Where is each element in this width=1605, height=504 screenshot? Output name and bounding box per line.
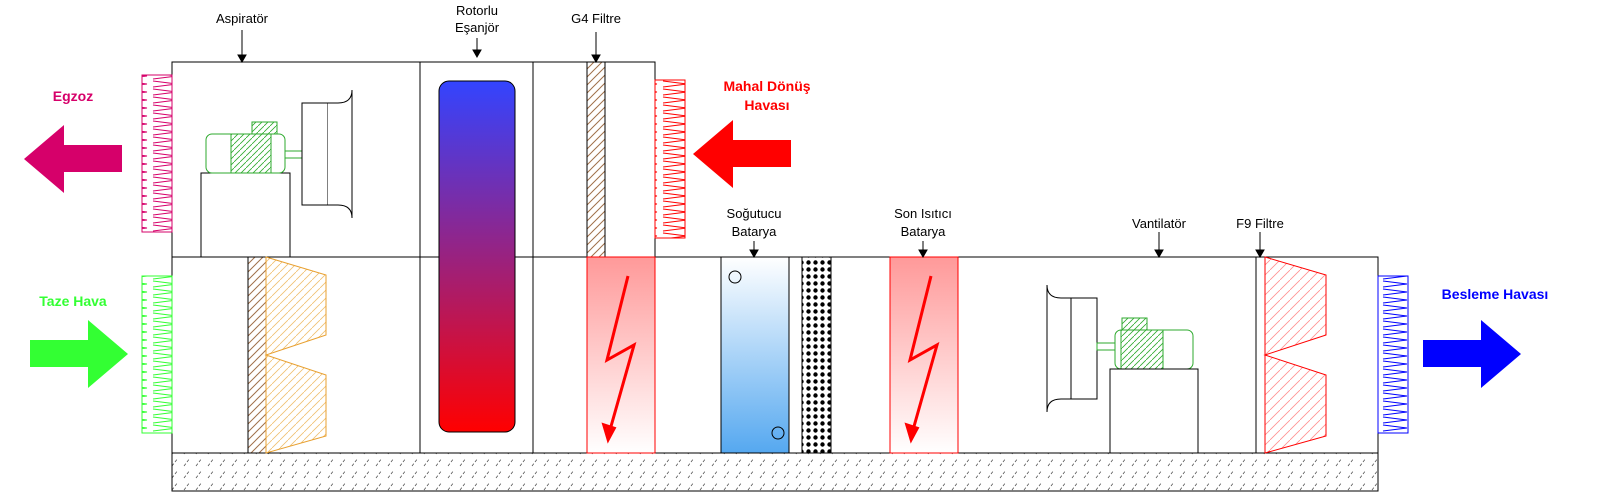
coil-connection-icon xyxy=(728,270,742,284)
coil-connection-icon xyxy=(771,426,785,440)
exhaust-motor-box xyxy=(251,121,278,135)
rotor-label-line2: Eşanjör xyxy=(455,20,500,35)
cooling-coil-label-line2: Batarya xyxy=(732,224,778,239)
callout-arrowhead xyxy=(1255,249,1265,259)
supply-fan-impeller xyxy=(1046,284,1071,413)
aspirator-label: Aspiratör xyxy=(216,11,269,26)
callout-arrowhead xyxy=(749,249,759,259)
callout-pointers xyxy=(237,30,1265,259)
return-air-label-line1: Mahal Dönüş xyxy=(723,78,810,94)
heater-lightning-icon xyxy=(604,275,637,438)
heater-arrowhead xyxy=(904,422,920,444)
base-frame xyxy=(171,452,1379,492)
fresh-air-damper-fill xyxy=(142,276,172,433)
preheater-coil-body xyxy=(586,256,656,454)
return-air-label-line2: Havası xyxy=(744,97,789,113)
cooling-coil xyxy=(720,256,790,454)
callout-arrowhead xyxy=(472,49,482,59)
reheat-coil-label-line2: Batarya xyxy=(901,224,947,239)
bag-filter xyxy=(264,256,327,454)
exhaust-damper-fill xyxy=(142,75,172,232)
return-air-arrow-icon xyxy=(693,120,791,188)
supply-air-arrow-icon xyxy=(1423,320,1521,388)
rotor-label-line1: Rotorlu xyxy=(456,3,498,18)
cooling-coil-body xyxy=(720,256,790,454)
supply-motor-hatch xyxy=(1120,329,1164,370)
f9-bag-filter xyxy=(1263,256,1327,454)
g4-filter-lower xyxy=(247,256,267,454)
exhaust-motor-shaft xyxy=(284,150,304,159)
f9-filter-label: F9 Filtre xyxy=(1236,216,1284,231)
reheat-coil xyxy=(889,256,959,454)
exhaust-label: Egzoz xyxy=(53,88,93,104)
supply-motor-box xyxy=(1121,317,1148,331)
droplet-eliminator xyxy=(801,256,832,454)
cooling-coil-label-line1: Soğutucu xyxy=(727,206,782,221)
g4-filter-label: G4 Filtre xyxy=(571,11,621,26)
exhaust-fan xyxy=(200,89,353,258)
exhaust-fan-impeller xyxy=(328,89,353,219)
reheat-coil-body xyxy=(889,256,959,454)
exhaust-arrow-icon xyxy=(24,125,122,193)
exhaust-motor-hatch xyxy=(230,133,272,174)
supply-damper-fill xyxy=(1378,276,1408,433)
supply-fan xyxy=(1046,284,1199,454)
heater-lightning-icon xyxy=(907,275,940,438)
exhaust-fan-housing xyxy=(301,102,329,206)
fan-label: Vantilatör xyxy=(1132,216,1187,231)
fresh-air-arrow-icon xyxy=(30,320,128,388)
supply-fan-base xyxy=(1109,368,1199,454)
callout-arrowhead xyxy=(591,54,601,64)
supply-fan-housing xyxy=(1070,297,1098,400)
g4-filter-upper xyxy=(586,61,606,258)
callout-arrowhead xyxy=(1154,249,1164,259)
heater-arrowhead xyxy=(601,422,617,444)
return-damper-fill xyxy=(655,80,685,238)
callout-arrowhead xyxy=(237,54,247,64)
preheater-coil xyxy=(586,256,656,454)
supply-motor-shaft xyxy=(1096,342,1118,351)
supply-air-label: Besleme Havası xyxy=(1442,286,1549,302)
exhaust-fan-base xyxy=(200,172,291,258)
reheat-coil-label-line1: Son Isıtıcı xyxy=(894,206,952,221)
rotary-heat-exchanger xyxy=(438,80,516,433)
fresh-air-label: Taze Hava xyxy=(39,293,107,309)
callout-arrowhead xyxy=(918,249,928,259)
